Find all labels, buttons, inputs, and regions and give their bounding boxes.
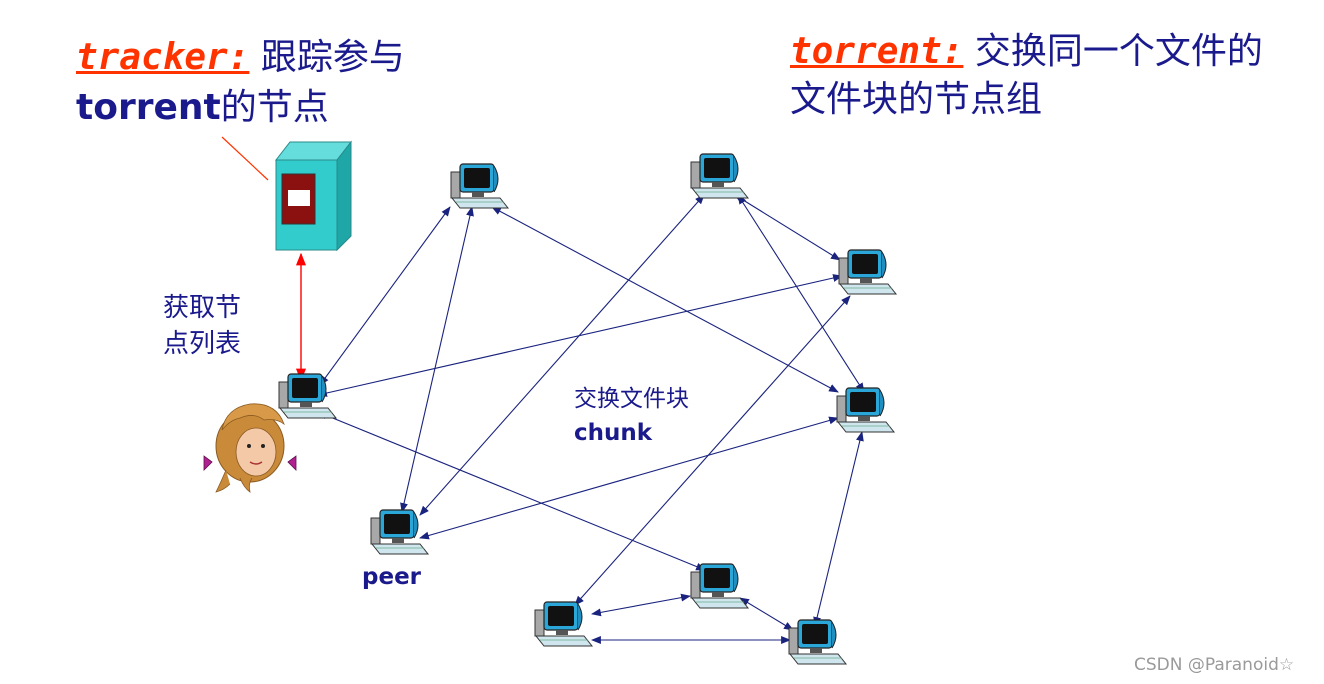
tracker-desc-line2: 的节点 bbox=[220, 87, 329, 128]
link-e-h bbox=[813, 431, 864, 627]
link-b-e bbox=[737, 194, 865, 393]
tracker-keyword: tracker: bbox=[76, 37, 250, 78]
computer-icon bbox=[450, 163, 509, 209]
link-f-h bbox=[739, 597, 794, 631]
torrent-keyword: torrent: bbox=[790, 31, 964, 72]
link-a-peer bbox=[400, 206, 474, 513]
link-e-peer bbox=[419, 416, 839, 540]
link-g-f bbox=[591, 593, 691, 617]
tracker-desc-line1: 跟踪参与 bbox=[260, 37, 405, 78]
computer-icon bbox=[370, 509, 429, 555]
computer-icon bbox=[836, 387, 895, 433]
get-peer-list-label-line2: 点列表 bbox=[163, 329, 242, 359]
link-b-c bbox=[734, 194, 841, 261]
tracker-server-icon bbox=[274, 140, 353, 252]
tracker-pointer-line bbox=[221, 136, 269, 181]
link-a-e bbox=[491, 206, 839, 393]
link-c-alice bbox=[317, 274, 843, 397]
tracker-torrent-word: torrent bbox=[76, 87, 221, 128]
computer-icon bbox=[690, 563, 749, 609]
computer-icon bbox=[534, 601, 593, 647]
person-icon bbox=[203, 403, 297, 493]
tracker-subtitle: torrent的节点 bbox=[76, 84, 329, 132]
computer-icon bbox=[838, 249, 897, 295]
link-alice-f bbox=[317, 411, 706, 571]
torrent-title: torrent: 交换同一个文件的 bbox=[790, 28, 1263, 76]
computer-icon bbox=[788, 619, 847, 665]
torrent-desc-line2: 文件块的节点组 bbox=[790, 79, 1043, 120]
tracker-title: tracker: 跟踪参与 bbox=[76, 34, 405, 82]
link-c-g bbox=[574, 295, 851, 606]
computer-icon bbox=[278, 373, 337, 419]
torrent-desc-line1: 交换同一个文件的 bbox=[974, 31, 1263, 72]
computer-icon bbox=[690, 153, 749, 199]
get-peer-list-label-line1: 获取节 bbox=[163, 293, 242, 323]
link-b-peer bbox=[419, 194, 705, 516]
watermark: CSDN @Paranoid☆ bbox=[1134, 655, 1295, 675]
